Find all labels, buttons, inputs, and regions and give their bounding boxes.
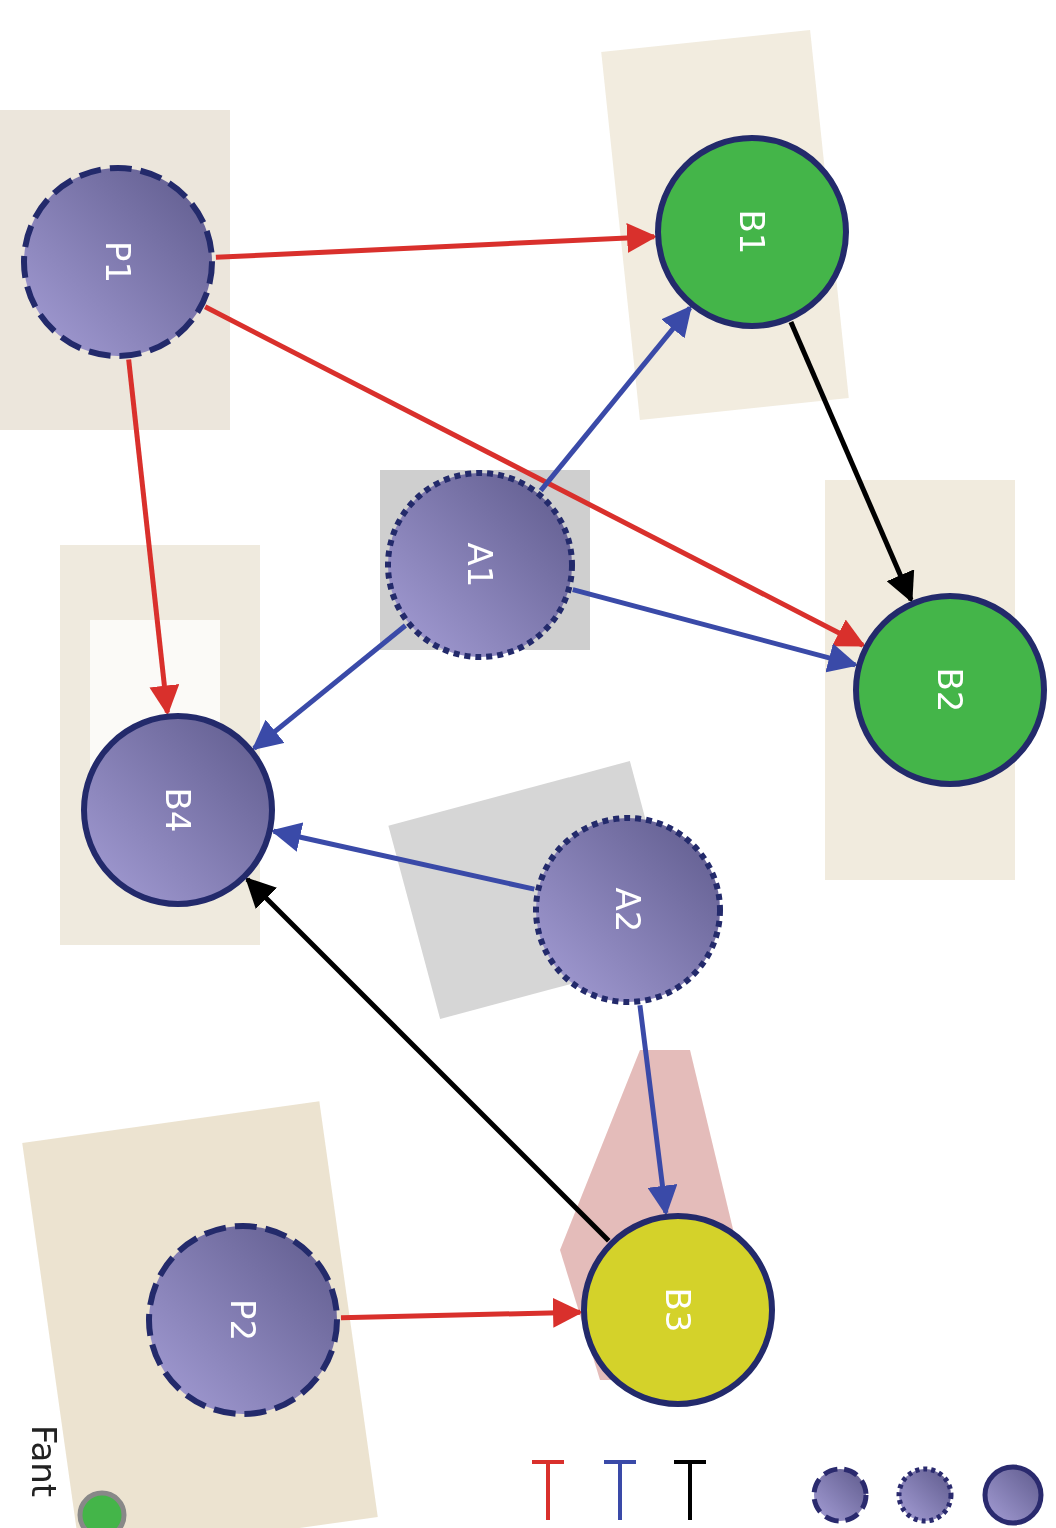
legend-dashed-circle — [814, 1469, 866, 1521]
legend-solid-circle — [985, 1467, 1041, 1523]
circle-node: A1 — [385, 470, 575, 660]
legend-green-swatch — [80, 1493, 124, 1528]
circle-shape — [149, 1226, 337, 1414]
legend-black-arrow-bar — [674, 1460, 706, 1464]
arrow-connector — [216, 237, 654, 258]
circle-shape — [84, 716, 272, 904]
background-photos — [0, 30, 1015, 1528]
node-label: B3 — [658, 1288, 698, 1333]
circle-shape — [24, 168, 212, 356]
circle-shape — [584, 1216, 772, 1404]
circle-shape — [536, 818, 720, 1002]
legend-red-arrow-bar — [532, 1460, 564, 1464]
circle-node: B3 — [581, 1213, 775, 1407]
circle-shape — [388, 473, 572, 657]
legend-dotted-circle — [899, 1469, 951, 1521]
node-label: B4 — [158, 788, 198, 833]
arrow-connector — [541, 308, 690, 491]
arrow-connector — [640, 1005, 666, 1212]
arrow-connector — [791, 322, 911, 600]
arrow-connector — [254, 625, 405, 748]
circle-shape — [658, 138, 846, 326]
node-label: P2 — [223, 1299, 263, 1341]
legend-blue-arrow — [618, 1462, 622, 1520]
circle-node: P2 — [146, 1223, 340, 1417]
arrow-connector — [341, 1312, 580, 1317]
book-photo — [601, 30, 849, 420]
legend-red-arrow — [546, 1462, 550, 1520]
legend-black-arrow — [688, 1462, 692, 1520]
circle-node: B2 — [853, 593, 1047, 787]
circle-node: B1 — [655, 135, 849, 329]
legend-symbols — [80, 1462, 1041, 1528]
circle-shape — [856, 596, 1044, 784]
node-label: A1 — [460, 543, 500, 588]
legend-blue-arrow-bar — [604, 1460, 636, 1464]
arrow-connector — [274, 831, 535, 889]
cut-off-legend-text: Fant — [24, 1425, 64, 1497]
circle-node: P1 — [21, 165, 215, 359]
node-label: P1 — [98, 241, 138, 283]
desk-photo — [0, 110, 230, 430]
desk-photo — [22, 1101, 378, 1528]
circle-node: A2 — [533, 815, 723, 1005]
arrow-connector — [129, 359, 168, 712]
arrow-connector — [573, 590, 856, 665]
node-label: A2 — [608, 888, 648, 933]
circle-node: B4 — [81, 713, 275, 907]
node-label: B2 — [930, 668, 970, 713]
node-label: B1 — [732, 210, 772, 255]
